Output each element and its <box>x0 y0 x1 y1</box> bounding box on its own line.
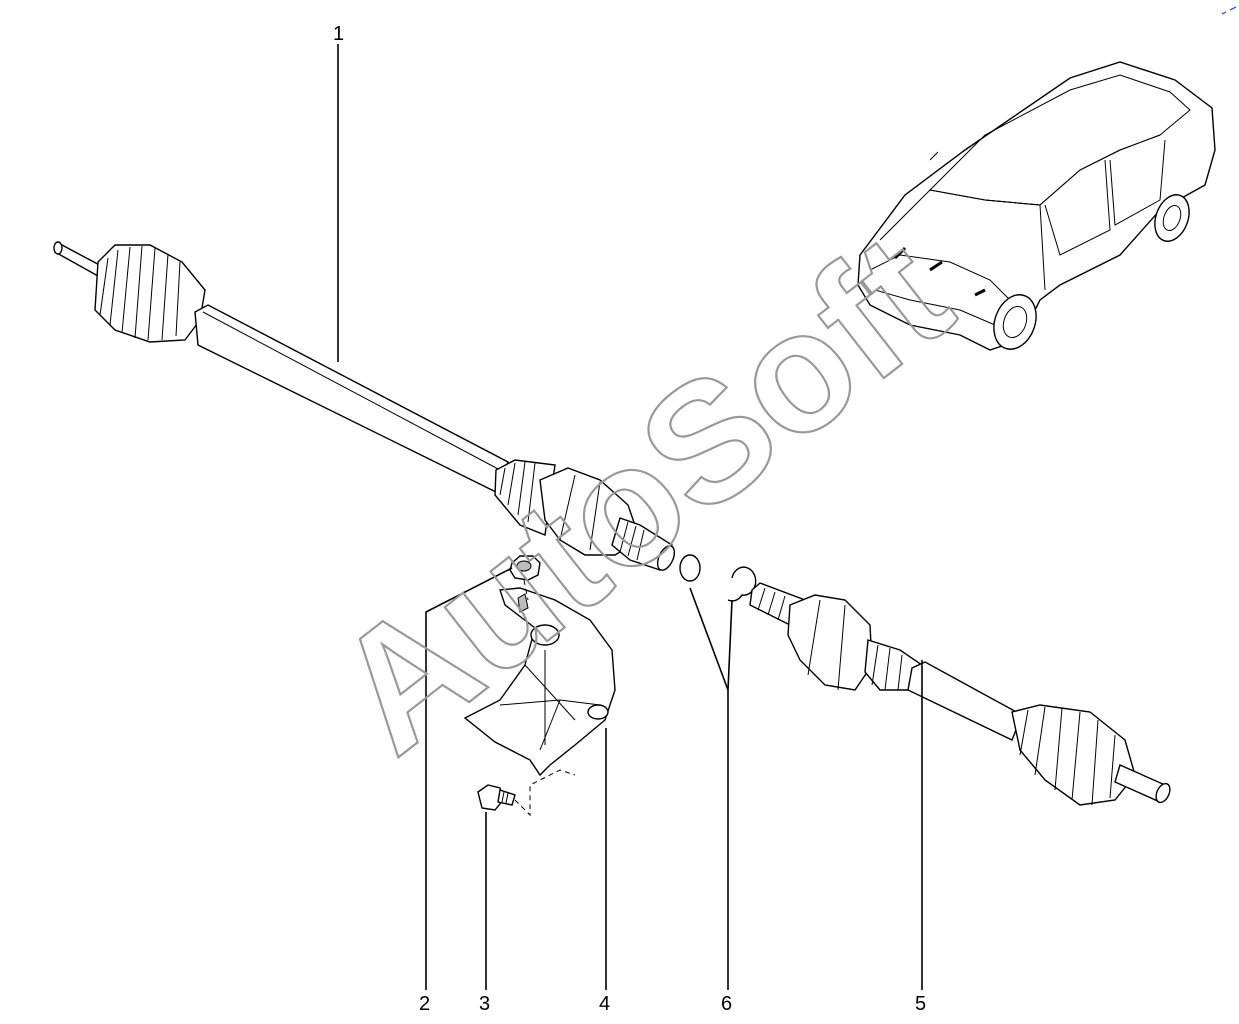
callout-6: 6 <box>721 993 732 1015</box>
callout-1: 1 <box>333 23 344 45</box>
vehicle-reference-illustration <box>857 61 1216 351</box>
callout-4: 4 <box>599 993 610 1015</box>
leader-lines <box>337 44 923 990</box>
circlip-pair <box>679 554 757 602</box>
driveshaft-right <box>749 582 1171 806</box>
assembly-guide-lines <box>514 579 576 817</box>
autosoft-watermark: AutoSoft <box>301 198 983 789</box>
driveshaft-left <box>53 241 676 571</box>
callout-3: 3 <box>479 993 490 1015</box>
nut-part <box>509 555 541 581</box>
bolt-part <box>477 784 516 811</box>
corner-mark <box>1221 6 1237 15</box>
callout-5: 5 <box>915 993 926 1015</box>
heat-shield-part <box>463 587 616 777</box>
callout-2: 2 <box>419 993 430 1015</box>
